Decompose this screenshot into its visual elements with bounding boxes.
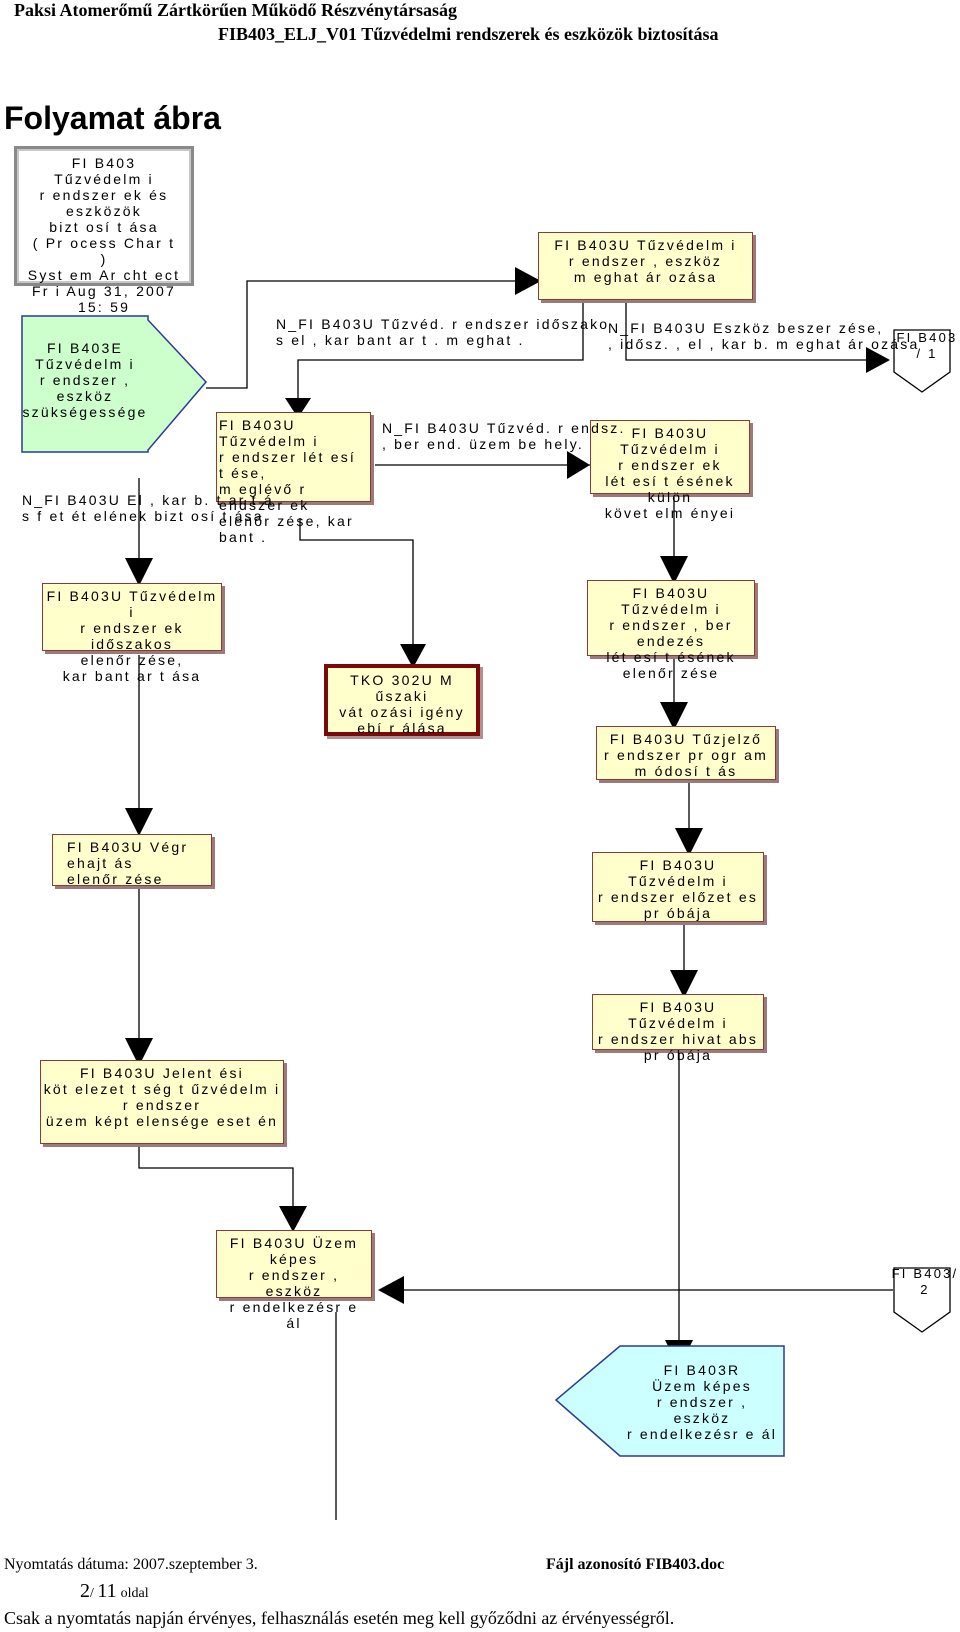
page-number: 2/ 11 oldal [80,1580,149,1603]
edge-determine-offpage [625,298,888,361]
process-chart-info: FI B403 Tűzvédelm i r endszer ek és eszk… [14,146,194,315]
offpage-label-2[interactable]: FI B403/ 2 [891,1266,959,1297]
node-preliminary-test[interactable]: FI B403U Tűzvédelm i r endszer előzet es… [592,852,764,922]
document-title: FIB403_ELJ_V01 Tűzvédelmi rendszerek és … [218,24,719,44]
node-special-requirements[interactable]: FI B403U Tűzvédelm i r endszer ek lét es… [590,420,750,521]
node-system-available[interactable]: FI B403U Üzem képes r endszer , eszköz r… [216,1230,372,1331]
node-establish[interactable]: FI B403U Tűzvédelm i r endszer lét esí t… [216,412,371,545]
node-tko-review[interactable]: TKO 302U M űszaki vát ozási igény ebí r … [324,664,480,736]
offpage-connector-2 [893,1267,951,1333]
node-official-test[interactable]: FI B403U Tűzvédelm i r endszer hivat abs… [592,994,764,1063]
edge-label-periodic-need: N_FI B403U Tűzvéd. r endszer időszako s … [276,316,610,348]
arrowhead-tko [400,644,426,668]
arrowhead-exec [125,808,153,836]
edge-label-funding: N_FI B403U El , kar b. t ar t á s f et é… [22,492,274,524]
validity-disclaimer: Csak a nyomtatás napján érvényes, felhas… [4,1608,675,1628]
page-current: 2 [80,1580,90,1602]
edge-determine-establish [297,298,584,398]
end-arrow-shape [554,1345,785,1457]
node-reporting-obligation[interactable]: FI B403U Jelent ési köt elezet t ség t ű… [40,1060,284,1144]
node-program-modification[interactable]: FI B403U Tűzjelző r endszer pr ogr am m … [596,726,776,780]
offpage-connector-1 [893,329,951,393]
print-date: Nyomtatás dátuma: 2007.szeptember 3. [4,1556,258,1573]
arrowhead-offpage1 [866,347,890,373]
arrowhead-establish [285,398,311,418]
node-determine[interactable]: FI B403U Tűzvédelm i r endszer , eszköz … [538,232,753,300]
arrowhead-prelim [675,828,703,856]
arrowhead-facility [660,556,688,584]
offpage-label-1[interactable]: FI B403 / 1 [896,330,958,361]
edge-reporting-available [138,1143,294,1226]
node-facility-check[interactable]: FI B403U Tűzvédelm i r endszer , ber end… [587,580,755,681]
node-periodic-check[interactable]: FI B403U Tűzvédelm i r endszer ek idősza… [42,583,222,684]
edge-establish-tko [299,518,414,660]
arrowhead-program [660,702,688,730]
page-separator: / [90,1586,98,1601]
arrowhead-determine [515,267,541,295]
edge-label-installation: N_FI B403U Tűzvéd. r endsz. , ber end. ü… [382,420,626,452]
start-arrow-shape [21,315,208,453]
file-id: Fájl azonosító FIB403.doc [546,1556,725,1573]
arrowhead-offpage2 [378,1276,404,1304]
node-execution-check[interactable]: FI B403U Végr ehajt ás elenőr zése [52,834,212,887]
company-name: Paksi Atomerőmű Zártkörűen Működő Részvé… [14,0,457,20]
page-total: 11 [97,1580,117,1602]
edge-label-procurement: N_FI B403U Eszköz beszer zése, , idősz. … [608,320,920,352]
arrowhead-periodic [125,558,153,586]
arrowhead-official [670,970,698,998]
arrowhead-reporting [125,1038,153,1066]
end-node[interactable]: FI B403R Üzem képes r endszer , eszköz r… [626,1362,778,1442]
arrowhead-available [279,1206,307,1232]
start-node[interactable]: FI B403E Tűzvédelm i r endszer , eszköz … [22,340,148,420]
arrowhead-special [567,451,590,479]
page-title: Folyamat ábra [4,100,221,136]
page-word: oldal [120,1586,149,1601]
edge-start-determine [206,280,541,389]
